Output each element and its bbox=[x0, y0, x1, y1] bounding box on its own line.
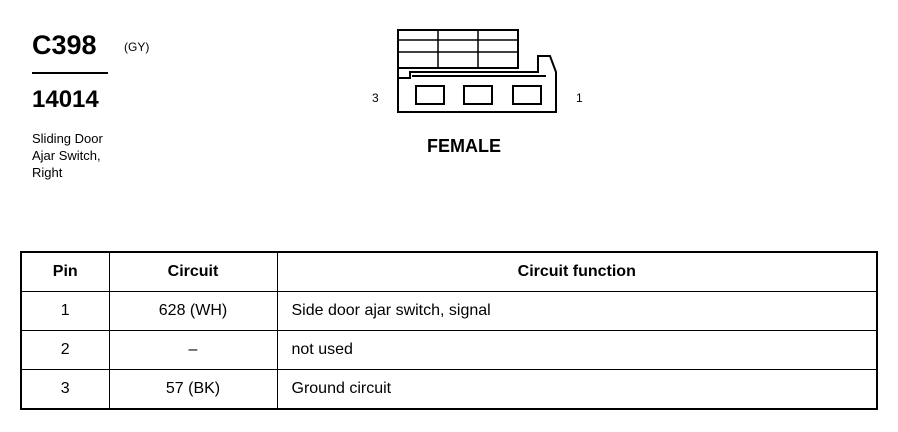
function-cell: Ground circuit bbox=[276, 369, 878, 410]
circuit-cell: 628 (WH) bbox=[108, 291, 278, 331]
pin-label-1: 1 bbox=[576, 91, 583, 105]
component-description: Sliding Door Ajar Switch, Right bbox=[32, 130, 103, 181]
pin-cavity-3 bbox=[415, 85, 445, 105]
pin-table: Pin Circuit Circuit function 1 628 (WH) … bbox=[20, 251, 878, 410]
table-row: 3 57 (BK) Ground circuit bbox=[20, 369, 878, 410]
pin-cell: 2 bbox=[20, 330, 110, 370]
connector-body bbox=[397, 55, 557, 113]
table-row: 2 – not used bbox=[20, 330, 878, 370]
connector-id: C398 bbox=[32, 30, 97, 60]
pin-cell: 1 bbox=[20, 291, 110, 331]
table-row: 1 628 (WH) Side door ajar switch, signal bbox=[20, 291, 878, 331]
pin-cavity-2 bbox=[463, 85, 493, 105]
description-line: Sliding Door bbox=[32, 131, 103, 146]
circuit-cell: – bbox=[108, 330, 278, 370]
connector-gender-label: FEMALE bbox=[427, 136, 501, 156]
header-circuit-function: Circuit function bbox=[276, 251, 878, 292]
connector-latch-housing bbox=[397, 29, 519, 69]
pin-cell: 3 bbox=[20, 369, 110, 410]
header-pin: Pin bbox=[20, 251, 110, 292]
description-line: Ajar Switch, bbox=[32, 148, 101, 163]
description-line: Right bbox=[32, 165, 63, 180]
pin-label-3: 3 bbox=[372, 91, 379, 105]
circuit-cell: 57 (BK) bbox=[108, 369, 278, 410]
connector-color-code: (GY) bbox=[124, 40, 150, 54]
header-circuit: Circuit bbox=[108, 251, 278, 292]
pin-cavity-1 bbox=[512, 85, 542, 105]
function-cell: Side door ajar switch, signal bbox=[276, 291, 878, 331]
connector-face-diagram: 3 1 bbox=[372, 29, 583, 113]
function-cell: not used bbox=[276, 330, 878, 370]
connector-id-underline bbox=[32, 72, 108, 74]
part-number: 14014 bbox=[32, 86, 99, 113]
table-header-row: Pin Circuit Circuit function bbox=[20, 251, 878, 292]
